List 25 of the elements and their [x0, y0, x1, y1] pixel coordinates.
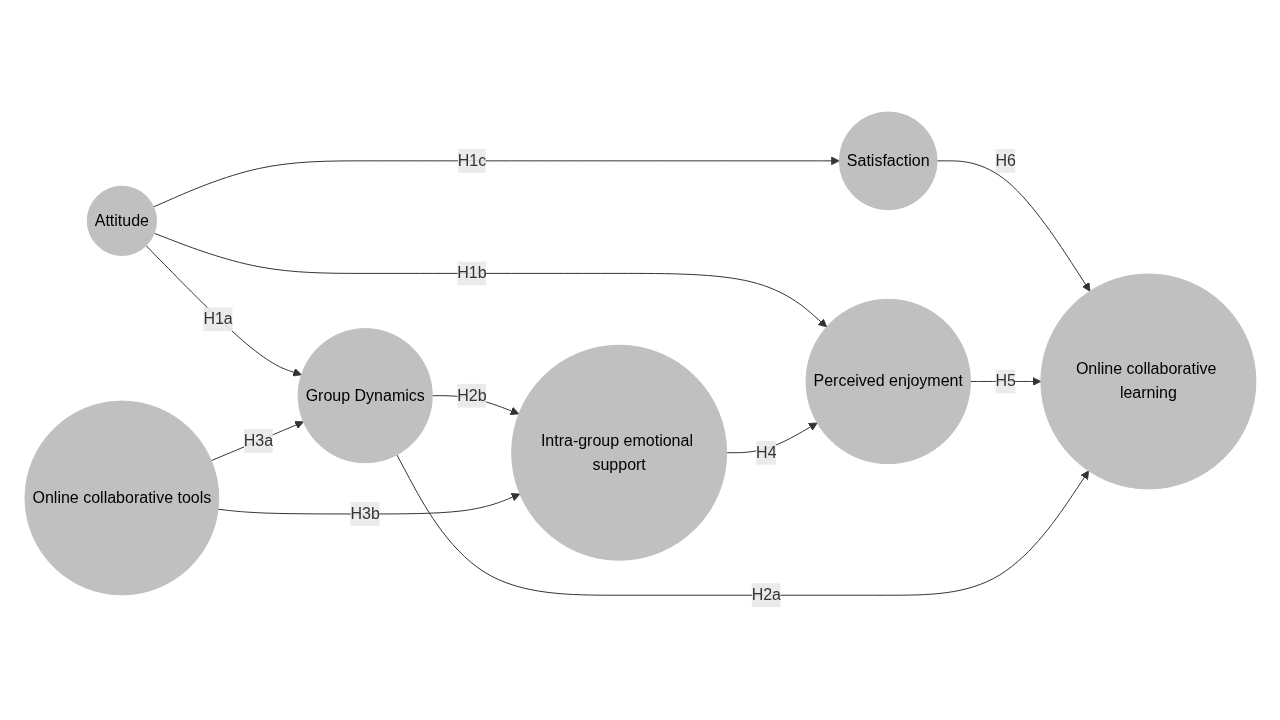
- arrow: [145, 245, 302, 377]
- arrow: [153, 233, 827, 328]
- edge-label: H5: [994, 372, 1016, 390]
- node-circle: Online collaborative learning: [1039, 273, 1256, 490]
- node-circle: Online collaborative tools: [24, 401, 219, 596]
- edge-label: H4: [755, 444, 777, 462]
- node-circle: Perceived enjoyment: [805, 299, 971, 465]
- arrow: [217, 493, 520, 515]
- arrow: [725, 422, 818, 454]
- node-circle: Intra-group emotional support: [510, 345, 727, 562]
- arrow: [152, 156, 840, 208]
- arrow: [936, 160, 1090, 292]
- edge-label: H2b: [456, 387, 487, 405]
- edge-label: H3b: [350, 505, 380, 523]
- edge-label: H6: [994, 152, 1016, 170]
- edge-label: H1b: [456, 264, 487, 282]
- arrow: [395, 454, 1089, 597]
- edge-label: H2a: [751, 586, 781, 604]
- node-circle: Group Dynamics: [297, 328, 433, 464]
- node-circle: Attitude: [86, 186, 157, 257]
- node-circle: Satisfaction: [838, 111, 938, 211]
- edge-label: H3a: [243, 432, 273, 450]
- edge-label: H1c: [457, 152, 486, 170]
- edge-label: H1a: [202, 310, 233, 328]
- arrow: [210, 421, 304, 462]
